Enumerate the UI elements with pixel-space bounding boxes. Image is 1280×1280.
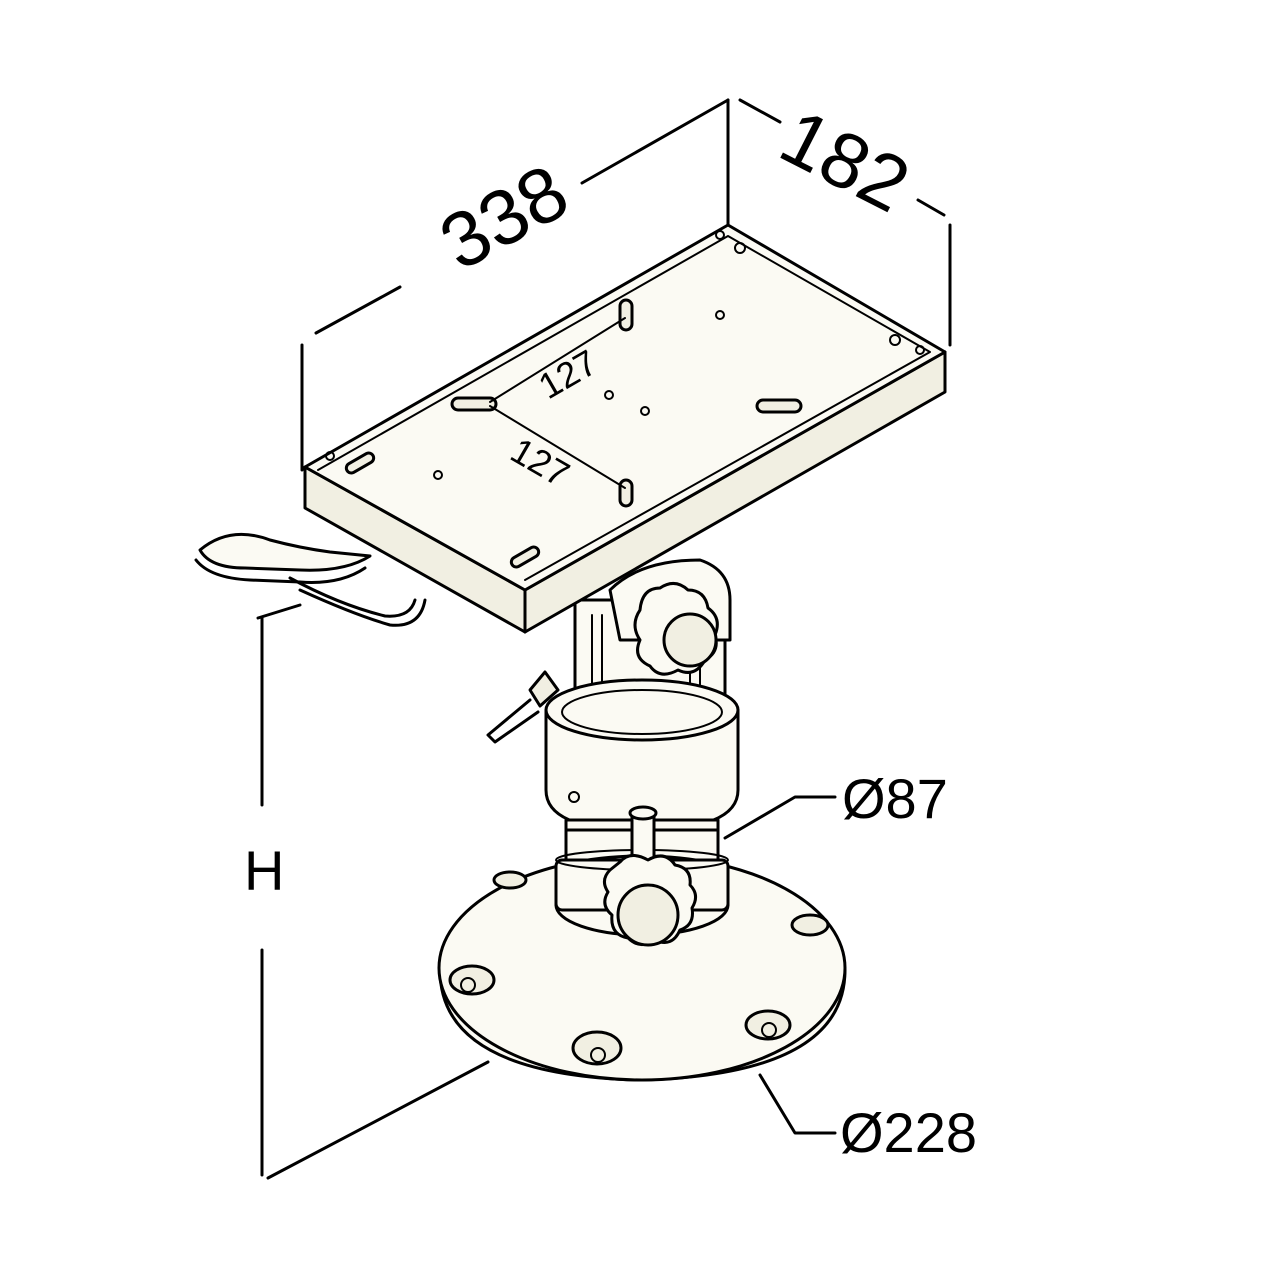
lower-knob [603, 805, 697, 947]
plate-slots [344, 298, 803, 569]
release-lever [194, 532, 427, 627]
upper-knob [633, 582, 719, 676]
collar-upper [544, 678, 740, 832]
width-label: 338 [426, 147, 582, 287]
dimension-lines [256, 98, 952, 1180]
height-label: H [244, 839, 284, 902]
base-diameter-label: Ø228 [840, 1101, 977, 1164]
height-lever [486, 670, 560, 744]
mounting-holes [448, 870, 830, 1066]
depth-label: 182 [767, 92, 923, 229]
column-diameter-label: Ø87 [842, 767, 948, 830]
mounting-plate [303, 223, 947, 634]
